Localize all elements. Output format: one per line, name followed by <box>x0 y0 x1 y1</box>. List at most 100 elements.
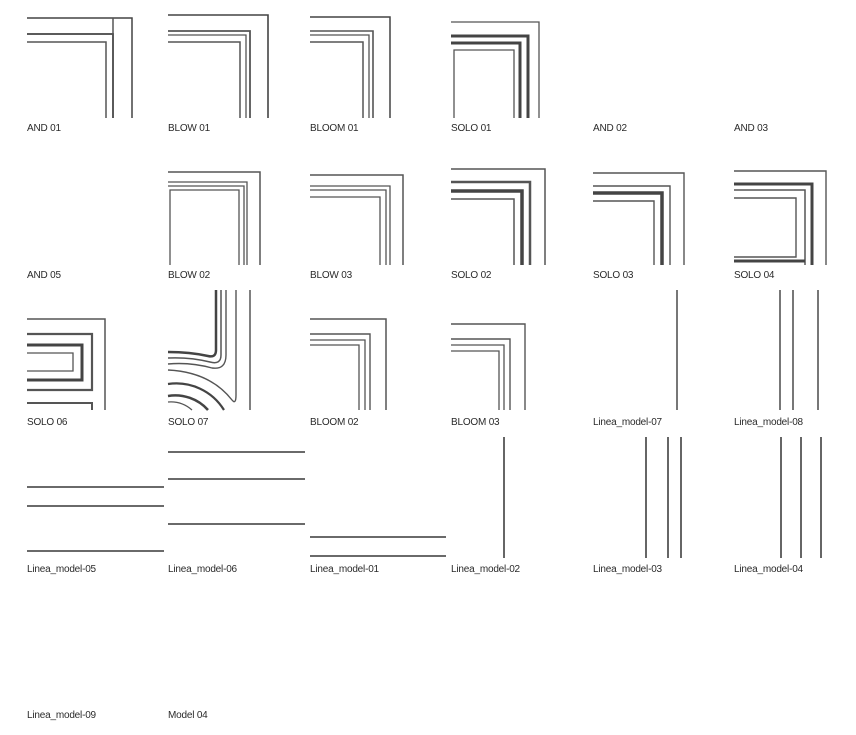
molding-corner-line <box>168 34 247 118</box>
molding-arc-line <box>167 382 225 411</box>
thumbnail-label: Linea_model-03 <box>593 564 662 575</box>
molding-corner-line <box>451 198 515 265</box>
molding-corner-line <box>451 338 511 410</box>
thumbnail-label: BLOW 01 <box>168 123 210 134</box>
molding-corner-line <box>168 30 251 118</box>
molding-arc-line <box>167 401 193 411</box>
thumbnail-label: AND 05 <box>27 270 61 281</box>
thumbnail-bloom-02[interactable]: BLOOM 02 <box>310 300 448 428</box>
thumbnail-label: BLOW 03 <box>310 270 352 281</box>
molding-corner-line <box>168 14 269 118</box>
molding-corner-line <box>310 339 366 410</box>
molding-corner-line <box>310 174 404 265</box>
thumbnail-linea-model-09[interactable]: Linea_model-09 <box>27 593 165 721</box>
thumbnail-label: BLOOM 01 <box>310 123 359 134</box>
molding-corner-line <box>310 333 371 410</box>
molding-corner-line <box>310 196 381 265</box>
molding-arc-line <box>167 290 227 369</box>
thumbnail-solo-02[interactable]: SOLO 02 <box>451 153 589 281</box>
thumbnail-label: SOLO 04 <box>734 270 775 281</box>
thumbnail-blow-03[interactable]: BLOW 03 <box>310 153 448 281</box>
molding-corner-line <box>593 185 671 265</box>
molding-box-line <box>27 332 94 392</box>
thumbnail-label: Model 04 <box>168 710 208 721</box>
molding-corner-line <box>168 185 245 265</box>
thumbnail-blow-02[interactable]: BLOW 02 <box>168 153 306 281</box>
molding-corner-line <box>27 17 133 118</box>
molding-corner-line <box>734 182 814 265</box>
molding-corner-line <box>593 200 655 265</box>
molding-box-line <box>734 197 797 258</box>
molding-arc-line <box>167 290 218 358</box>
thumbnail-label: SOLO 02 <box>451 270 492 281</box>
thumbnail-label: Linea_model-06 <box>168 564 237 575</box>
molding-corner-line <box>451 180 532 265</box>
thumbnail-linea-model-06[interactable]: Linea_model-06 <box>168 447 306 575</box>
thumbnail-solo-03[interactable]: SOLO 03 <box>593 153 731 281</box>
molding-corner-line <box>27 41 107 118</box>
thumbnail-linea-model-08[interactable]: Linea_model-08 <box>734 300 856 428</box>
thumbnail-solo-04[interactable]: SOLO 04 <box>734 153 856 281</box>
thumbnail-label: Linea_model-05 <box>27 564 96 575</box>
molding-corner-line <box>451 350 500 410</box>
thumbnail-label: Linea_model-04 <box>734 564 803 575</box>
thumbnail-bloom-03[interactable]: BLOOM 03 <box>451 300 589 428</box>
thumbnail-solo-01[interactable]: SOLO 01 <box>451 6 589 134</box>
molding-corner-line <box>168 181 248 265</box>
thumbnail-linea-model-05[interactable]: Linea_model-05 <box>27 447 165 575</box>
thumbnail-label: SOLO 06 <box>27 417 68 428</box>
molding-corner-line <box>451 41 522 118</box>
molding-box-line <box>169 189 240 265</box>
molding-corner-line <box>168 41 241 118</box>
thumbnail-label: AND 02 <box>593 123 627 134</box>
thumbnail-model-04[interactable]: Model 04 <box>168 593 306 721</box>
molding-box-line <box>453 49 515 118</box>
molding-corner-line <box>593 172 685 265</box>
thumbnail-solo-06[interactable]: SOLO 06 <box>27 300 165 428</box>
molding-corner-line <box>168 171 261 265</box>
thumbnail-and-01[interactable]: AND 01 <box>27 6 165 134</box>
molding-corner-line <box>310 30 374 118</box>
molding-corner-line <box>310 318 387 410</box>
thumbnail-label: Linea_model-01 <box>310 564 379 575</box>
molding-corner-line <box>451 189 524 265</box>
thumbnail-label: SOLO 01 <box>451 123 492 134</box>
molding-corner-line <box>310 34 370 118</box>
thumbnail-linea-model-07[interactable]: Linea_model-07 <box>593 300 731 428</box>
thumbnail-label: Linea_model-09 <box>27 710 96 721</box>
molding-corner-line <box>593 191 664 265</box>
thumbnail-linea-model-02[interactable]: Linea_model-02 <box>451 447 589 575</box>
molding-corner-line <box>310 189 387 265</box>
thumbnail-linea-model-01[interactable]: Linea_model-01 <box>310 447 448 575</box>
thumbnail-label: SOLO 07 <box>168 417 209 428</box>
thumbnail-label: Linea_model-08 <box>734 417 803 428</box>
thumbnail-label: BLOOM 03 <box>451 417 500 428</box>
thumbnail-solo-07[interactable]: SOLO 07 <box>168 300 306 428</box>
thumbnail-and-02[interactable]: AND 02 <box>593 6 731 134</box>
molding-corner-line <box>451 34 530 118</box>
molding-corner-line <box>451 344 505 410</box>
thumbnail-linea-model-03[interactable]: Linea_model-03 <box>593 447 731 575</box>
thumbnail-and-03[interactable]: AND 03 <box>734 6 856 134</box>
molding-corner-line <box>451 21 540 118</box>
thumbnail-bloom-01[interactable]: BLOOM 01 <box>310 6 448 134</box>
molding-corner-line <box>451 323 526 410</box>
molding-arc-line <box>167 394 209 411</box>
molding-arc-line <box>167 290 237 403</box>
thumbnail-and-05[interactable]: AND 05 <box>27 153 165 281</box>
molding-arc-line <box>167 290 222 364</box>
thumbnail-blow-01[interactable]: BLOW 01 <box>168 6 306 134</box>
thumbnail-label: AND 01 <box>27 123 61 134</box>
molding-corner-line <box>310 344 360 410</box>
molding-corner-line <box>27 318 106 410</box>
thumbnail-linea-model-04[interactable]: Linea_model-04 <box>734 447 856 575</box>
molding-corner-line <box>734 189 806 265</box>
thumbnail-label: SOLO 03 <box>593 270 634 281</box>
thumbnail-label: Linea_model-02 <box>451 564 520 575</box>
molding-box-line <box>27 343 84 382</box>
thumbnail-label: Linea_model-07 <box>593 417 662 428</box>
molding-corner-line <box>451 168 546 265</box>
molding-corner-line <box>310 16 391 118</box>
thumbnail-label: BLOOM 02 <box>310 417 359 428</box>
